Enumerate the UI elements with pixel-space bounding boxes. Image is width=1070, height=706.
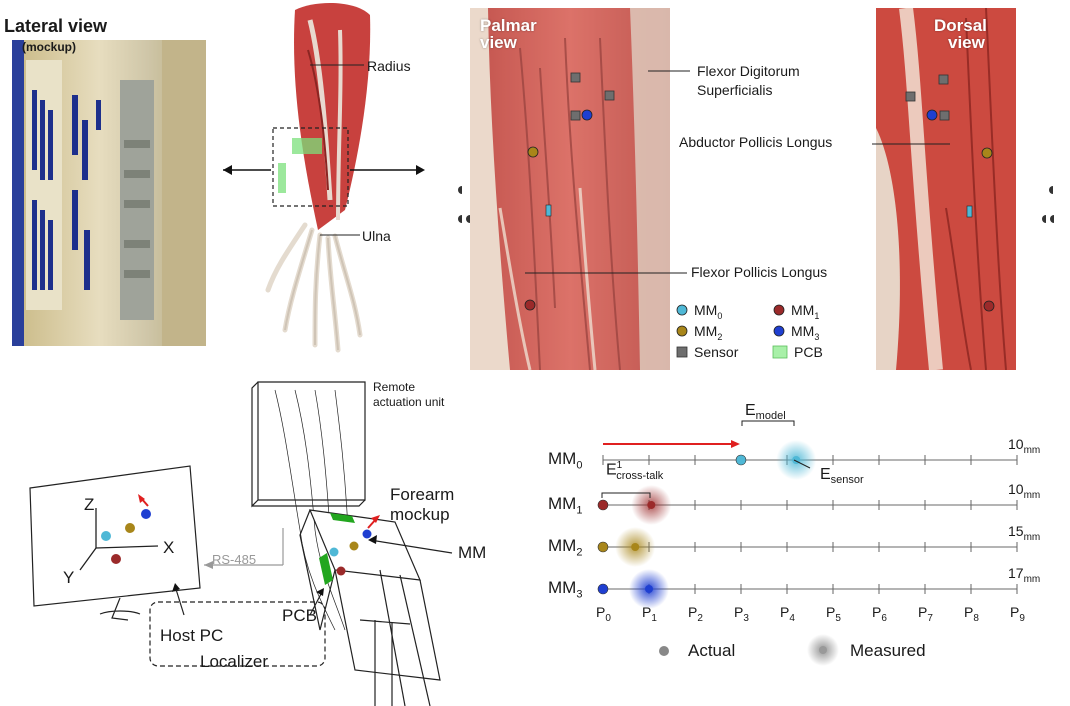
position-tick-label: P9: [1010, 604, 1025, 624]
error-row-range: 17mm: [1008, 565, 1040, 585]
position-tick-label: P6: [872, 604, 887, 624]
host-pc-label: Host PC: [160, 626, 223, 646]
position-tick-label: P4: [780, 604, 795, 624]
fpl-label: Flexor Pollicis Longus: [691, 264, 827, 280]
measured-position-dot: [631, 543, 639, 551]
fds-label: Flexor Digitorum: [697, 63, 800, 79]
measured-position-dot: [647, 501, 655, 509]
muscle-annotations: [0, 0, 1070, 380]
legend-mm1: MM1: [791, 302, 819, 321]
position-tick-label: P3: [734, 604, 749, 624]
legend-mm0: MM0: [694, 302, 722, 321]
position-tick-label: P5: [826, 604, 841, 624]
error-row-range: 10mm: [1008, 436, 1040, 456]
rs485-label: RS-485: [212, 552, 256, 567]
legend-pcb: PCB: [794, 344, 823, 360]
axis-z-label: Z: [84, 495, 94, 515]
remote-unit-label-line2: actuation unit: [373, 395, 444, 409]
position-tick-label: P2: [688, 604, 703, 624]
measured-position-dot: [645, 585, 653, 593]
legend-mm3: MM3: [791, 323, 819, 342]
error-row-label: MM2: [548, 536, 582, 558]
error-row-range: 10mm: [1008, 481, 1040, 501]
e-crosstalk-label: E1cross-talk: [606, 460, 663, 482]
position-tick-label: P7: [918, 604, 933, 624]
forearm-mockup-label: Forearm: [390, 485, 454, 505]
legend-sensor: Sensor: [694, 344, 738, 360]
forearm-mockup-label-line2: mockup: [390, 505, 450, 525]
axis-y-label: Y: [63, 568, 74, 588]
actual-position-marker: [598, 500, 608, 510]
fds-label-line2: Superficialis: [697, 82, 772, 98]
axis-x-label: X: [163, 538, 174, 558]
error-row-label: MM1: [548, 494, 582, 516]
legend-measured-label: Measured: [850, 641, 926, 661]
error-row-label: MM0: [548, 449, 582, 471]
actual-position-marker: [736, 455, 746, 465]
localizer-label: Localizer: [200, 652, 268, 672]
remote-unit-label: Remote: [373, 380, 415, 394]
e-sensor-label: Esensor: [820, 466, 864, 486]
error-diagram: [540, 400, 1070, 700]
pcb-label: PCB: [282, 606, 317, 626]
apl-label: Abductor Pollicis Longus: [679, 134, 832, 150]
e-model-label: Emodel: [745, 402, 786, 422]
error-row-label: MM3: [548, 578, 582, 600]
actual-position-marker: [598, 584, 608, 594]
actual-position-marker: [598, 542, 608, 552]
position-tick-label: P1: [642, 604, 657, 624]
error-row-range: 15mm: [1008, 523, 1040, 543]
position-tick-label: P8: [964, 604, 979, 624]
marker-legend: MM0 MM1 MM2 MM3 Sensor PCB: [672, 300, 872, 362]
legend-mm2: MM2: [694, 323, 722, 342]
mm-label: MM: [458, 543, 486, 563]
legend-actual-label: Actual: [688, 641, 735, 661]
position-tick-label: P0: [596, 604, 611, 624]
